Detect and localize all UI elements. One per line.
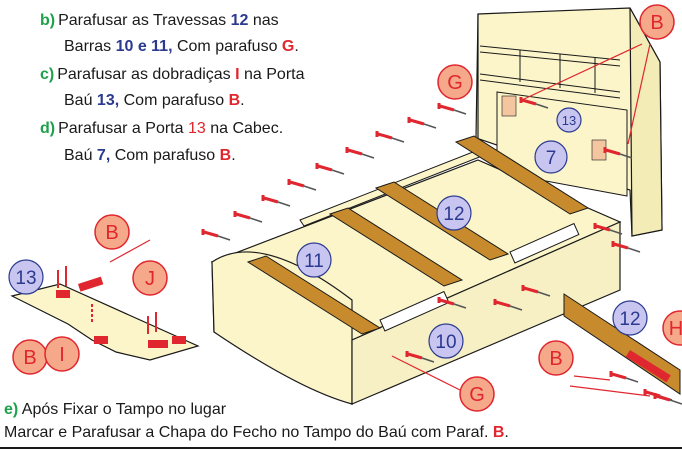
screw-ref-b: B	[228, 92, 241, 109]
callout-g-bottom-text: G	[469, 384, 485, 406]
callout-b-top-text: B	[650, 12, 663, 34]
part-ref-13: 13,	[96, 92, 120, 109]
instruction-d-label: d)	[40, 120, 56, 137]
instruction-d-text: Parafusar a Porta	[58, 120, 188, 137]
callout-g-bottom: G	[459, 376, 495, 412]
instruction-e-text2: Marcar e Parafusar a Chapa do Fecho no T…	[4, 424, 493, 441]
callout-h-text: H	[669, 318, 682, 340]
callout-h: H	[662, 310, 682, 346]
instruction-b-line1: b)Parafusar as Travessas 12 nas	[40, 11, 279, 31]
door-panel-13	[10, 239, 200, 361]
callout-12-right-text: 12	[619, 309, 640, 330]
callout-b-left-top: B	[94, 214, 130, 250]
instruction-c-text2: Baú	[64, 92, 97, 109]
instruction-e-line2: Marcar e Parafusar a Chapa do Fecho no T…	[4, 424, 509, 442]
instruction-c-label: c)	[40, 66, 55, 83]
instruction-b-line2: Barras 10 e 11, Com parafuso G.	[64, 37, 299, 57]
callout-g-top-text: G	[447, 72, 463, 94]
bottom-rule	[0, 447, 682, 449]
callout-i: I	[44, 336, 80, 372]
callout-b-left-top-text: B	[105, 222, 118, 244]
instruction-e-text: Após Fixar o Tampo no lugar	[18, 401, 227, 418]
part-ref-12: 12	[230, 12, 249, 29]
instruction-d-line1: d)Parafusar a Porta 13 na Cabec.	[40, 119, 283, 139]
instruction-d-text3: Com parafuso	[110, 147, 220, 164]
screw-ref-g: G	[281, 38, 295, 55]
callout-13-left: 13	[8, 259, 44, 295]
callout-b-right: B	[538, 340, 574, 376]
instruction-d-text2: Baú	[64, 147, 97, 164]
callout-g-top: G	[437, 64, 473, 100]
callout-7-text: 7	[546, 148, 557, 169]
instruction-c-line1: c)Parafusar as dobradiças I na Porta	[40, 65, 305, 85]
instruction-d-period: .	[231, 147, 236, 164]
callout-12-mid: 12	[436, 195, 472, 231]
part-ref-13-door: 13	[187, 120, 206, 137]
instruction-e-label: e)	[4, 401, 19, 418]
leader-g-bottom	[391, 355, 461, 391]
callout-10: 10	[428, 323, 464, 359]
callout-j: J	[132, 260, 168, 296]
callout-11-text: 11	[304, 251, 324, 272]
callout-13-top: 13	[556, 107, 582, 133]
callout-12-right: 12	[612, 300, 648, 336]
callout-10-text: 10	[435, 332, 456, 353]
instruction-c-text3: Com parafuso	[119, 92, 229, 109]
callout-11: 11	[296, 242, 332, 278]
instruction-b-text-end: nas	[248, 12, 279, 29]
callout-b-top: B	[639, 4, 675, 40]
instruction-b-label: b)	[40, 12, 56, 29]
part-ref-7: 7,	[96, 147, 111, 164]
callout-7: 7	[534, 140, 568, 174]
instruction-e-line1: e) Após Fixar o Tampo no lugar	[4, 401, 226, 419]
callout-b-left-bottom-text: B	[23, 347, 36, 369]
part-ref-10-11: 10 e 11,	[115, 38, 173, 55]
screw-ref-b-footer: B	[492, 424, 505, 441]
instruction-c-period: .	[240, 92, 245, 109]
instruction-c-line2: Baú 13, Com parafuso B.	[64, 91, 245, 111]
callout-b-right-text: B	[549, 348, 562, 370]
instruction-e-period: .	[504, 424, 509, 441]
instruction-c-text-end: na Porta	[239, 66, 305, 83]
instruction-b-text3: Com parafuso	[172, 38, 282, 55]
callout-b-left-bottom: B	[12, 339, 48, 375]
callout-i-text: I	[59, 344, 65, 366]
callout-12-mid-text: 12	[443, 204, 464, 225]
instruction-b-text: Parafusar as Travessas	[58, 12, 231, 29]
callout-13-top-text: 13	[562, 113, 576, 128]
instruction-d-text-end: na Cabec.	[205, 120, 284, 137]
instruction-d-line2: Baú 7, Com parafuso B.	[64, 146, 236, 166]
instruction-b-period: .	[294, 38, 299, 55]
board-12-with-latch	[563, 293, 682, 406]
callout-13-left-text: 13	[15, 268, 36, 289]
screw-ref-b-2: B	[219, 147, 232, 164]
instruction-b-text2: Barras	[64, 38, 116, 55]
instruction-c-text: Parafusar as dobradiças	[57, 66, 236, 83]
screws-b-headboard	[519, 43, 651, 160]
hinge-ref-i: I	[235, 66, 240, 83]
callout-j-text: J	[145, 268, 155, 290]
